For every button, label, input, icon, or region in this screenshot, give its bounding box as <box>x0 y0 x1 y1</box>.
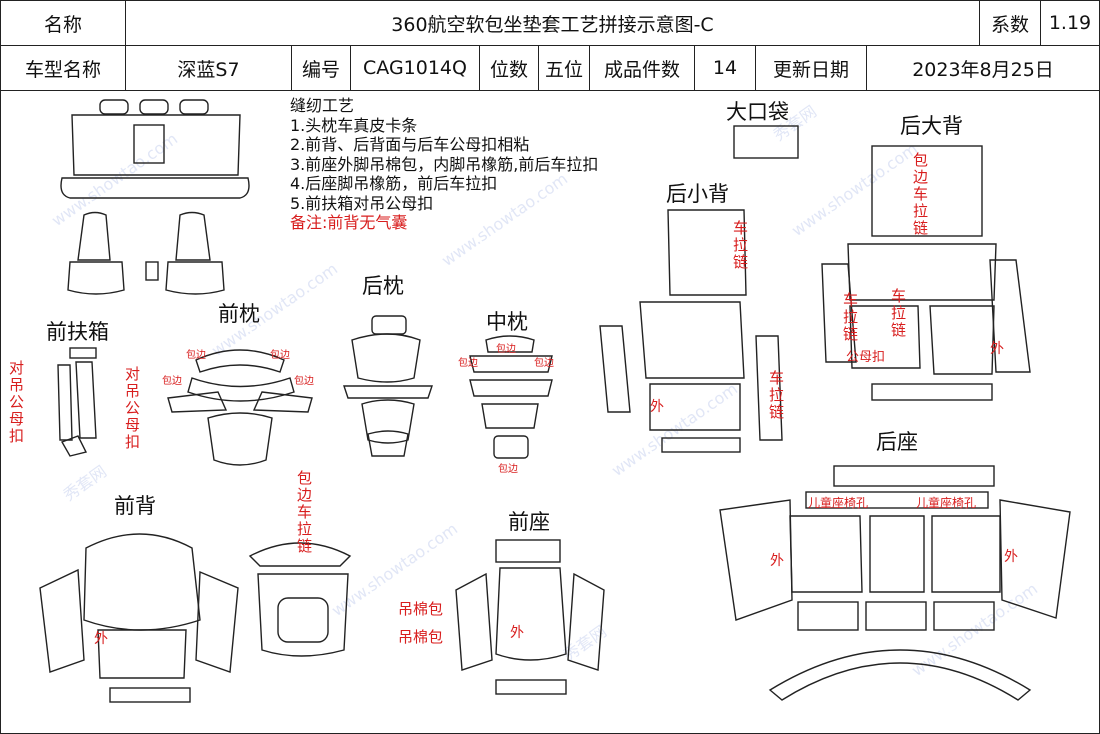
label-large-pocket: 大口袋 <box>726 100 789 124</box>
label-rear-headrest: 后枕 <box>362 274 404 298</box>
label-front-back: 前背 <box>114 494 156 518</box>
label-front-headrest: 前枕 <box>218 302 260 326</box>
date-value: 2023年8月25日 <box>866 45 1100 91</box>
note-binding: 包边 <box>270 350 290 361</box>
note-outside: 外 <box>94 631 108 647</box>
process-step: 4.后座脚吊橡筋，前后车拉扣 <box>290 174 498 193</box>
note-zip: 车拉链 <box>890 287 906 339</box>
front-armrest-pieces <box>57 347 97 457</box>
note-binding: 包边 <box>458 358 478 369</box>
front-back-pieces <box>39 533 352 703</box>
note-hang-snap: 对吊公母扣 <box>124 365 140 451</box>
large-pocket-piece <box>733 125 799 159</box>
note-outside: 外 <box>990 341 1004 357</box>
process-remark: 备注:前背无气囊 <box>290 213 408 232</box>
note-binding-zip: 包边车拉链 <box>912 151 928 237</box>
process-step: 1.头枕车真皮卡条 <box>290 115 418 135</box>
label-rear-large-back: 后大背 <box>900 114 963 138</box>
process-step: 3.前座外脚吊棉包，内脚吊橡筋,前后车拉扣 <box>290 154 599 174</box>
front-seat-pieces <box>455 539 605 695</box>
process-step: 5.前扶箱对吊公母扣 <box>290 193 434 213</box>
title-block: 名称 360航空软包坐垫套工艺拼接示意图-C 系数 1.19 车型名称 深蓝S7… <box>0 0 1100 91</box>
note-cotton-pack: 吊棉包 <box>398 628 444 646</box>
note-zip: 车拉链 <box>732 219 748 271</box>
note-child-seat: 儿童座椅孔 <box>916 496 977 510</box>
label-front-seat: 前座 <box>508 510 550 534</box>
note-outside: 外 <box>1004 549 1018 565</box>
coef-value: 1.19 <box>1040 0 1100 46</box>
label-rear-seat: 后座 <box>876 430 918 454</box>
front-headrest-pieces <box>167 349 313 466</box>
note-outside: 外 <box>770 553 784 569</box>
note-cotton-pack: 吊棉包 <box>398 600 444 618</box>
note-binding: 包边 <box>498 464 518 475</box>
drawing-title: 360航空软包坐垫套工艺拼接示意图-C <box>125 0 980 46</box>
date-label: 更新日期 <box>755 45 867 91</box>
note-zip: 车拉链 <box>842 291 858 343</box>
label-front-armrest: 前扶箱 <box>46 320 109 344</box>
code-value: CAG1014Q <box>350 45 480 91</box>
model-label: 车型名称 <box>0 45 126 91</box>
process-title: 缝纫工艺 <box>290 96 355 115</box>
seat-label: 位数 <box>479 45 539 91</box>
note-binding: 包边 <box>534 358 554 369</box>
note-binding: 包边 <box>162 376 182 387</box>
process-step: 2.前背、后背面与后车公母扣相粘 <box>290 135 530 154</box>
process-notes: 缝纫工艺 1.头枕车真皮卡条 2.前背、后背面与后车公母扣相粘 3.前座外脚吊棉… <box>290 96 598 233</box>
note-binding: 包边 <box>294 376 314 387</box>
note-child-seat: 儿童座椅孔 <box>808 496 869 510</box>
note-hang-snap: 对吊公母扣 <box>8 359 24 445</box>
seat-overview-diagram <box>60 99 250 295</box>
note-binding: 包边 <box>496 344 516 355</box>
note-outside: 外 <box>650 399 664 415</box>
rear-small-back-pieces <box>599 209 783 453</box>
note-snap: 公母扣 <box>846 350 886 365</box>
label-rear-small-back: 后小背 <box>666 182 729 206</box>
middle-headrest-pieces <box>469 335 553 459</box>
note-binding-zip: 包边车拉链 <box>296 469 312 555</box>
seat-value: 五位 <box>538 45 590 91</box>
pieces-value: 14 <box>694 45 756 91</box>
rear-seat-pieces <box>719 465 1071 701</box>
note-binding: 包边 <box>186 350 206 361</box>
pieces-label: 成品件数 <box>589 45 695 91</box>
rear-headrest-pieces <box>343 315 433 457</box>
note-outside: 外 <box>510 625 524 641</box>
rear-large-back-pieces <box>821 145 1031 401</box>
note-zip: 车拉链 <box>768 369 784 421</box>
model-value: 深蓝S7 <box>125 45 292 91</box>
label-middle-headrest: 中枕 <box>486 310 528 334</box>
